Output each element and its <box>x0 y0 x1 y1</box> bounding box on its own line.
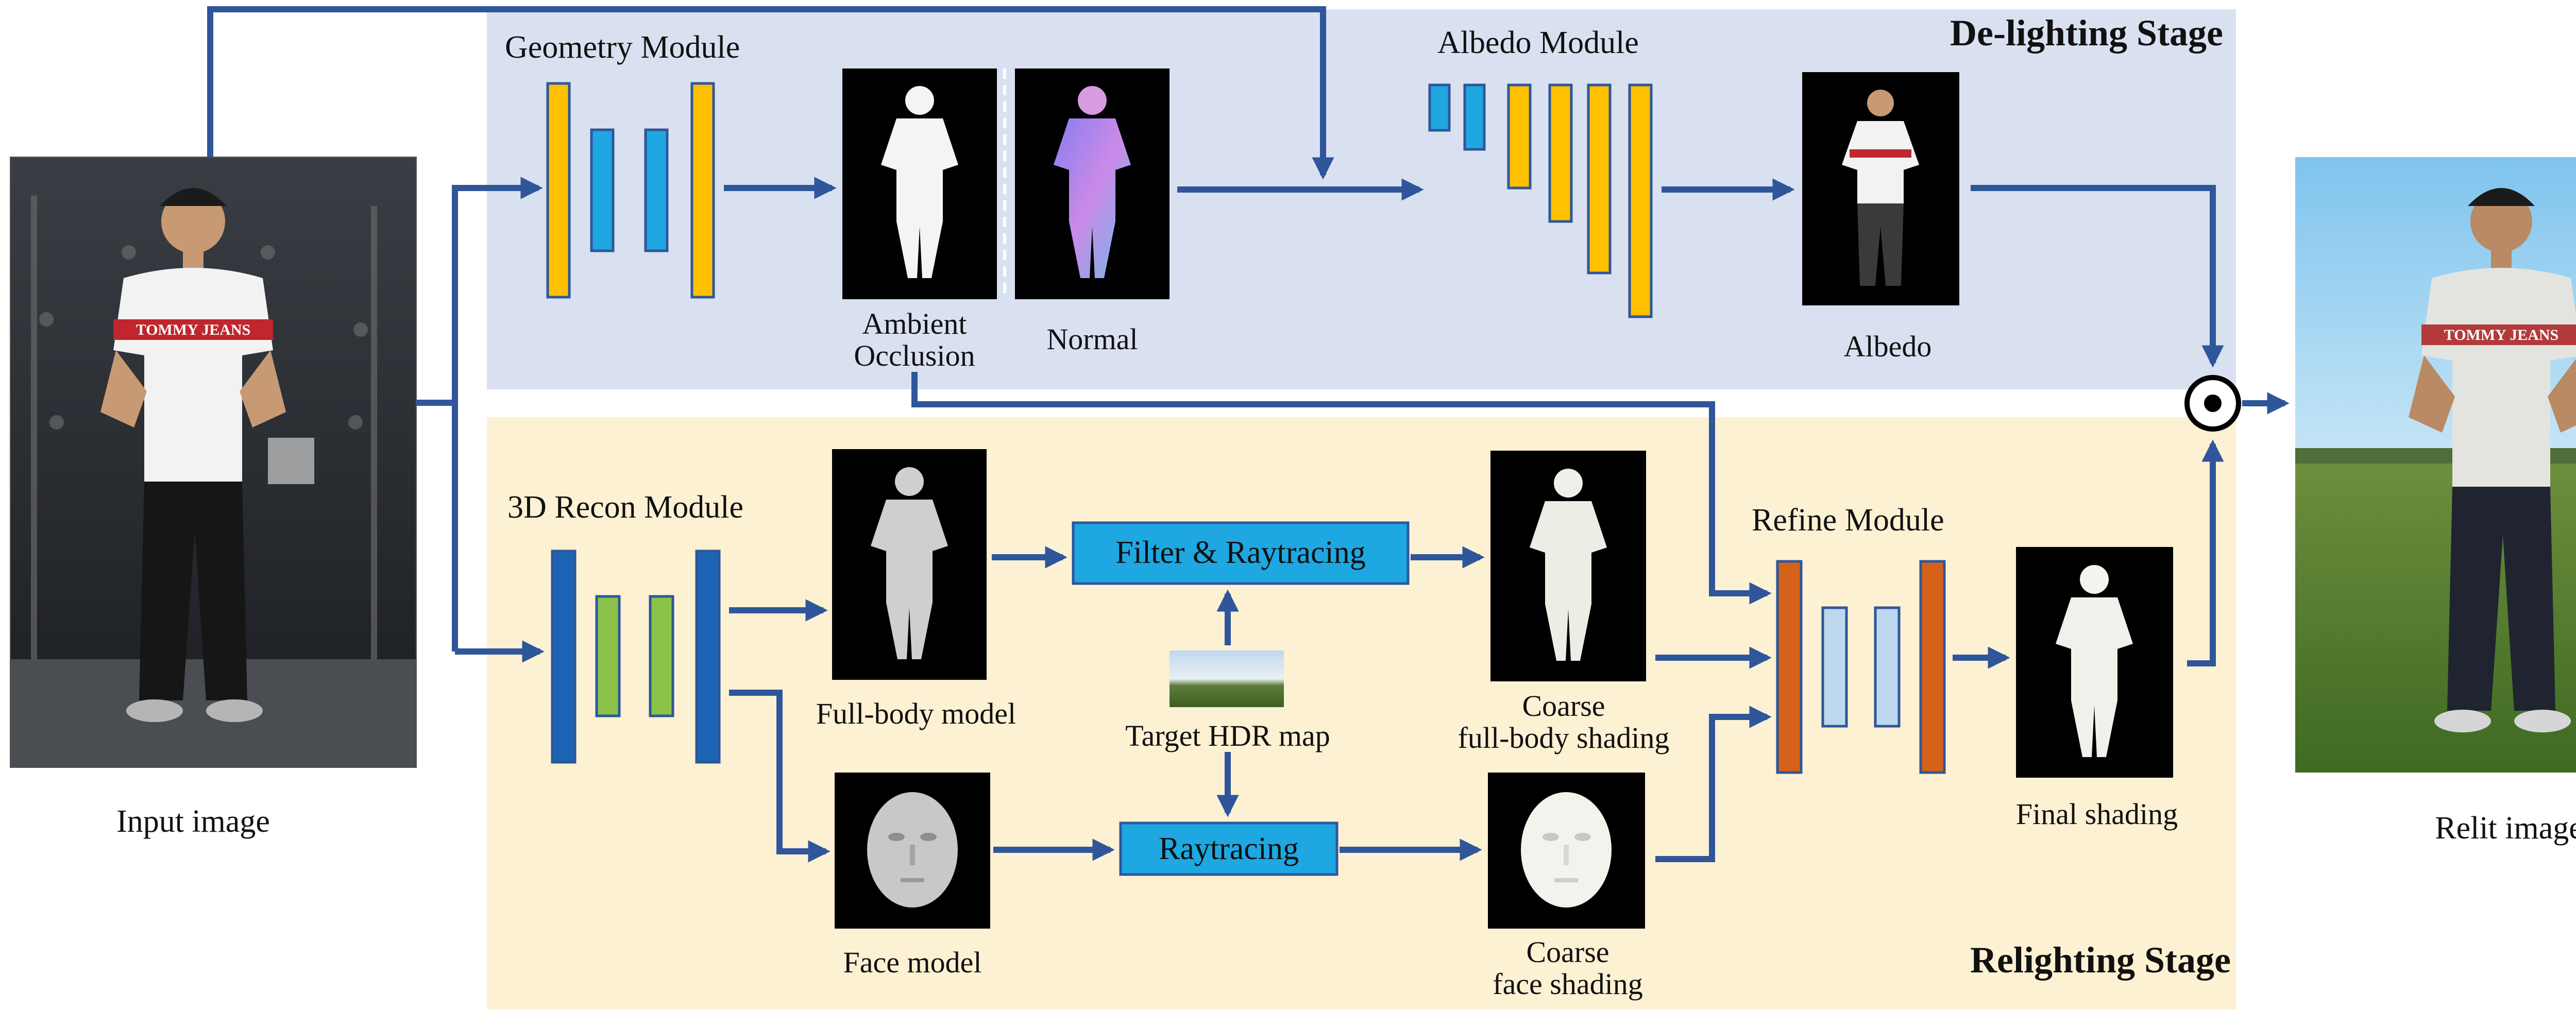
albedo-bar <box>1548 83 1573 223</box>
relit-shirt-logo: TOMMY JEANS <box>2444 327 2559 344</box>
arrow-recon-to-face <box>729 690 831 863</box>
relit-image: TOMMY JEANS <box>2295 157 2576 773</box>
relighting-stage-panel <box>487 417 2236 1009</box>
arrow-to-geometry <box>452 177 543 652</box>
relighting-stage-title: Relighting Stage <box>1970 939 2231 981</box>
geometry-module-network <box>546 82 715 299</box>
face-model-image <box>835 773 990 929</box>
relit-image-label: Relit image <box>2435 811 2576 846</box>
albedo-bar <box>1428 83 1451 132</box>
recon3d-decoder-bar <box>695 550 721 764</box>
albedo-module-network <box>1428 83 1653 318</box>
raytracing-box: Raytracing <box>1119 821 1338 876</box>
refine-decoder-bar <box>1919 560 1946 774</box>
refine-module-title: Refine Module <box>1752 503 1944 538</box>
input-shirt-logo: TOMMY JEANS <box>136 321 251 338</box>
refine-bottleneck-bar <box>1821 606 1848 728</box>
flow-arrows <box>207 6 2290 863</box>
albedo-module-title: Albedo Module <box>1437 25 1639 60</box>
recon3d-encoder-bar <box>551 550 577 764</box>
recon3d-module-network <box>551 550 721 764</box>
elementwise-product-operator <box>2184 375 2241 432</box>
ambient-occlusion-image <box>842 68 997 299</box>
albedo-label: Albedo <box>1844 330 1932 363</box>
arrow-coarse-face-to-refine <box>1655 706 1772 862</box>
input-image-label: Input image <box>116 804 270 839</box>
raytracing-label: Raytracing <box>1159 831 1299 866</box>
delighting-stage-panel <box>487 9 2236 389</box>
delighting-stage-title: De-lighting Stage <box>1950 12 2223 54</box>
geometry-module-title: Geometry Module <box>505 30 740 65</box>
albedo-bar <box>1628 83 1653 318</box>
recon3d-bottleneck-bar <box>649 595 674 717</box>
geometry-bottleneck-bar <box>590 128 615 252</box>
recon3d-bottleneck-bar <box>595 595 621 717</box>
filter-raytracing-label: Filter & Raytracing <box>1115 535 1366 570</box>
input-person: TOMMY JEANS <box>100 188 286 722</box>
refine-encoder-bar <box>1776 560 1803 774</box>
arrow-ao-to-refine <box>911 372 1772 605</box>
geometry-decoder-bar <box>690 82 715 299</box>
normal-label: Normal <box>1046 322 1138 356</box>
normal-image <box>1015 68 1170 299</box>
coarse-face-shading-image <box>1488 773 1645 929</box>
full-body-model-image <box>832 449 987 680</box>
arrow-albedo-to-product <box>1971 185 2224 368</box>
target-hdr-map-image <box>1170 650 1284 707</box>
final-shading-image <box>2016 547 2173 778</box>
recon3d-module-title: 3D Recon Module <box>507 490 743 525</box>
target-hdr-map-label: Target HDR map <box>1125 719 1330 752</box>
relit-person: TOMMY JEANS <box>2409 188 2576 732</box>
face-model-label: Face model <box>843 946 982 979</box>
geometry-bottleneck-bar <box>644 128 669 252</box>
albedo-bar <box>1587 83 1612 275</box>
albedo-bar <box>1463 83 1486 151</box>
refine-bottleneck-bar <box>1874 606 1901 728</box>
coarse-full-body-shading-image <box>1490 451 1646 681</box>
arrow-input-to-albedo-skip <box>207 6 1334 180</box>
refine-module-network <box>1776 560 1946 774</box>
final-shading-label: Final shading <box>2016 797 2178 831</box>
geometry-encoder-bar <box>546 82 571 299</box>
albedo-bar <box>1507 83 1532 190</box>
albedo-image <box>1802 72 1959 305</box>
full-body-model-label: Full-body model <box>816 697 1016 730</box>
arrow-final-shading-to-product <box>2187 439 2224 666</box>
input-image: TOMMY JEANS <box>10 157 417 768</box>
filter-raytracing-box: Filter & Raytracing <box>1072 521 1410 585</box>
